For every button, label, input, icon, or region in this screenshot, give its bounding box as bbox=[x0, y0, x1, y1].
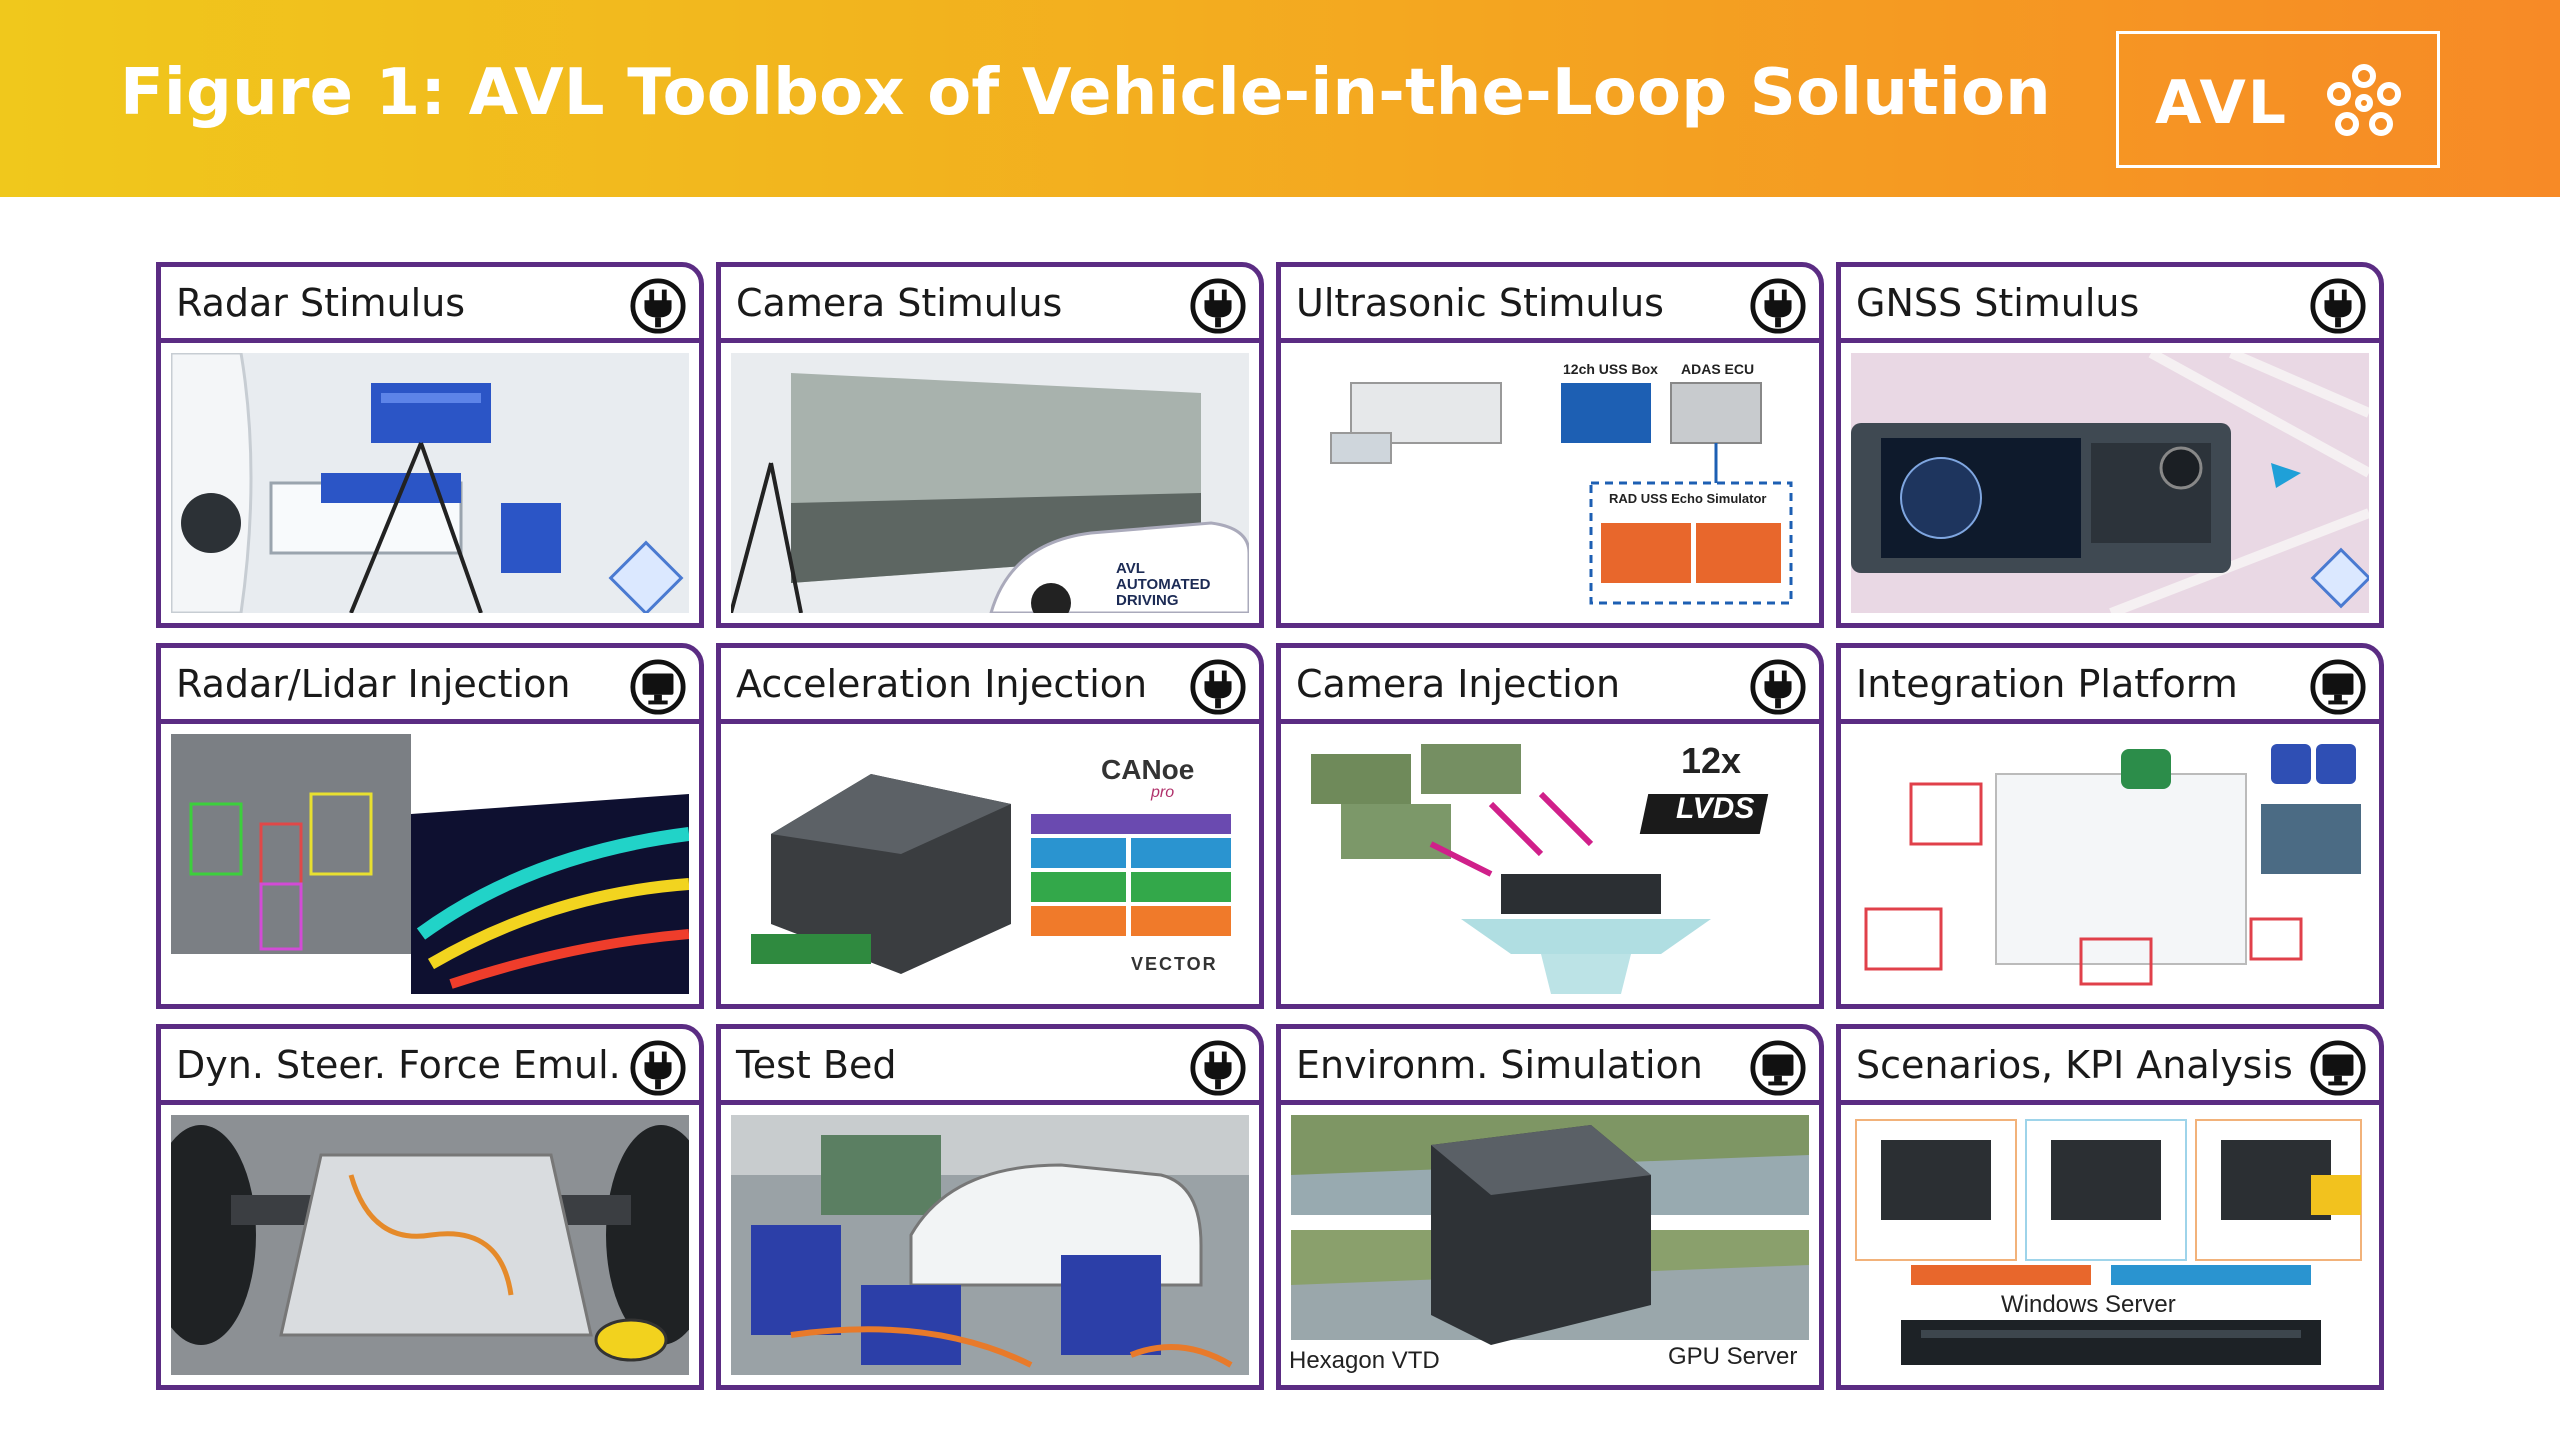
tile-test-bed: Test Bed bbox=[716, 1024, 1264, 1390]
plug-icon bbox=[1190, 278, 1246, 334]
tile-header: Camera Stimulus bbox=[721, 267, 1259, 343]
camera-stimulus-image: AVL AUTOMATED DRIVING bbox=[731, 353, 1249, 613]
tile-header: Dyn. Steer. Force Emul. bbox=[161, 1029, 699, 1105]
plug-icon bbox=[2310, 278, 2366, 334]
adas-ecu-label: ADAS ECU bbox=[1681, 361, 1755, 377]
tile-camera-injection: Camera Injection 12x LVDS bbox=[1276, 643, 1824, 1009]
tile-title: Ultrasonic Stimulus bbox=[1296, 281, 1664, 325]
tile-header: Integration Platform bbox=[1841, 648, 2379, 724]
tile-integration-platform: Integration Platform bbox=[1836, 643, 2384, 1009]
tile-header: Camera Injection bbox=[1281, 648, 1819, 724]
tile-title: Camera Injection bbox=[1296, 662, 1621, 706]
tile-title: Test Bed bbox=[736, 1043, 897, 1087]
tile-header: Radar Stimulus bbox=[161, 267, 699, 343]
tile-header: Radar/Lidar Injection bbox=[161, 648, 699, 724]
tile-header: Acceleration Injection bbox=[721, 648, 1259, 724]
uss-simulator-label: RAD USS Echo Simulator bbox=[1609, 491, 1767, 506]
plug-icon bbox=[1750, 278, 1806, 334]
tile-title: GNSS Stimulus bbox=[1856, 281, 2140, 325]
tile-radar-lidar-injection: Radar/Lidar Injection bbox=[156, 643, 704, 1009]
avl-logo: AVL bbox=[2116, 31, 2440, 168]
tile-acceleration-injection: Acceleration Injection CANoe pro VECTOR bbox=[716, 643, 1264, 1009]
lvds-label: LVDS bbox=[1676, 792, 1755, 825]
integration-platform-diagram bbox=[1851, 734, 2369, 994]
plug-icon bbox=[1190, 1040, 1246, 1096]
plug-icon bbox=[1750, 659, 1806, 715]
tile-title: Scenarios, KPI Analysis bbox=[1856, 1043, 2293, 1087]
tile-title: Radar Stimulus bbox=[176, 281, 466, 325]
canoe-pro-label: pro bbox=[1151, 784, 1175, 801]
monitor-icon bbox=[630, 659, 686, 715]
figure-title: Figure 1: AVL Toolbox of Vehicle-in-the-… bbox=[120, 56, 2051, 130]
tile-environment-simulation: Environm. Simulation Hexagon VTD GPU Ser… bbox=[1276, 1024, 1824, 1390]
test-bed-image bbox=[731, 1115, 1249, 1375]
radar-stimulus-image bbox=[171, 353, 689, 613]
tile-title: Radar/Lidar Injection bbox=[176, 662, 571, 706]
tile-header: Test Bed bbox=[721, 1029, 1259, 1105]
tile-steering-force-emulation: Dyn. Steer. Force Emul. bbox=[156, 1024, 704, 1390]
environment-simulation-image: Hexagon VTD GPU Server bbox=[1291, 1115, 1809, 1375]
tile-title: Dyn. Steer. Force Emul. bbox=[176, 1043, 621, 1087]
ultrasonic-stimulus-diagram: 12ch USS Box ADAS ECU RAD USS Echo Simul… bbox=[1291, 353, 1809, 613]
gpu-server-label: GPU Server bbox=[1668, 1343, 1798, 1370]
windows-server-label: Windows Server bbox=[2001, 1291, 2176, 1318]
tile-radar-stimulus: Radar Stimulus bbox=[156, 262, 704, 628]
lvds-count-label: 12x bbox=[1681, 740, 1742, 781]
tile-header: GNSS Stimulus bbox=[1841, 267, 2379, 343]
monitor-icon bbox=[2310, 659, 2366, 715]
radar-lidar-injection-image bbox=[171, 734, 689, 994]
hexagon-vtd-label: Hexagon VTD bbox=[1291, 1347, 1440, 1374]
plug-icon bbox=[1190, 659, 1246, 715]
acceleration-injection-image: CANoe pro VECTOR bbox=[731, 734, 1249, 994]
tile-title: Acceleration Injection bbox=[736, 662, 1148, 706]
steering-force-image bbox=[171, 1115, 689, 1375]
vector-label: VECTOR bbox=[1131, 954, 1218, 974]
monitor-icon bbox=[2310, 1040, 2366, 1096]
plug-icon bbox=[630, 1040, 686, 1096]
tile-title: Camera Stimulus bbox=[736, 281, 1063, 325]
avl-logo-text: AVL bbox=[2155, 68, 2289, 138]
avl-swirl-icon bbox=[2327, 64, 2401, 136]
tile-title: Integration Platform bbox=[1856, 662, 2238, 706]
uss-box-label: 12ch USS Box bbox=[1563, 361, 1658, 377]
tile-title: Environm. Simulation bbox=[1296, 1043, 1703, 1087]
monitor-icon bbox=[1750, 1040, 1806, 1096]
tile-scenarios-kpi: Scenarios, KPI Analysis Window bbox=[1836, 1024, 2384, 1390]
gnss-stimulus-image bbox=[1851, 353, 2369, 613]
tile-header: Scenarios, KPI Analysis bbox=[1841, 1029, 2379, 1105]
scenarios-kpi-diagram: Windows Server bbox=[1851, 1115, 2369, 1375]
tile-camera-stimulus: Camera Stimulus AVL AUTOMATED DRIVING bbox=[716, 262, 1264, 628]
tile-header: Ultrasonic Stimulus bbox=[1281, 267, 1819, 343]
plug-icon bbox=[630, 278, 686, 334]
tile-gnss-stimulus: GNSS Stimulus bbox=[1836, 262, 2384, 628]
canoe-label: CANoe bbox=[1101, 754, 1195, 785]
toolbox-grid: Radar Stimulus bbox=[156, 262, 2384, 1390]
camera-injection-image: 12x LVDS bbox=[1291, 734, 1809, 994]
header-banner: Figure 1: AVL Toolbox of Vehicle-in-the-… bbox=[0, 0, 2560, 197]
tile-header: Environm. Simulation bbox=[1281, 1029, 1819, 1105]
tile-ultrasonic-stimulus: Ultrasonic Stimulus 12ch USS Box ADAS EC… bbox=[1276, 262, 1824, 628]
car-door-label: AVL AUTOMATED DRIVING bbox=[1116, 560, 1211, 609]
